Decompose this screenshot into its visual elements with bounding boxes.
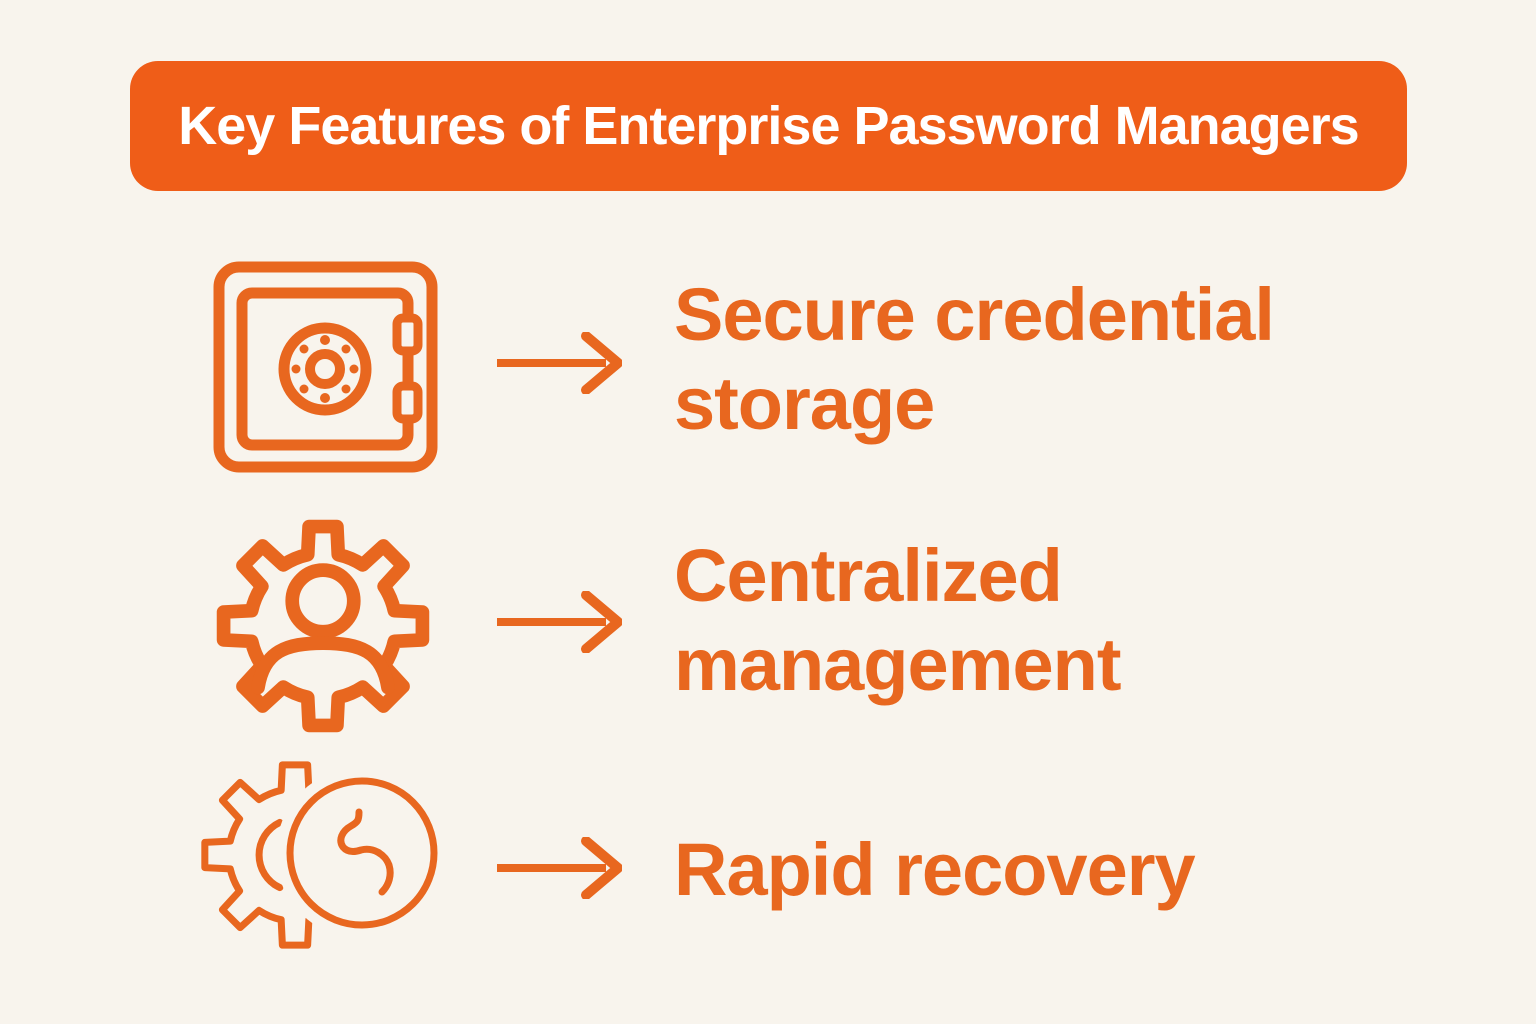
- gear-user-icon: [209, 512, 437, 740]
- header-banner: Key Features of Enterprise Password Mana…: [130, 61, 1407, 191]
- feature-label: Secure credential storage: [674, 270, 1275, 448]
- safe-vault-icon: [213, 261, 438, 473]
- feature-label: Centralized management: [674, 531, 1121, 709]
- right-arrow-icon: [494, 591, 622, 653]
- right-arrow-icon: [494, 332, 622, 394]
- gear-clock-recovery-icon: [195, 758, 445, 963]
- page-title: Key Features of Enterprise Password Mana…: [178, 96, 1359, 156]
- feature-label-line: Centralized: [674, 534, 1063, 617]
- feature-label-line: Secure credential: [674, 273, 1275, 356]
- feature-label: Rapid recovery: [674, 825, 1196, 914]
- feature-label-line: Rapid recovery: [674, 828, 1196, 911]
- feature-label-line: management: [674, 623, 1121, 706]
- right-arrow-icon: [494, 837, 622, 899]
- feature-label-line: storage: [674, 362, 935, 445]
